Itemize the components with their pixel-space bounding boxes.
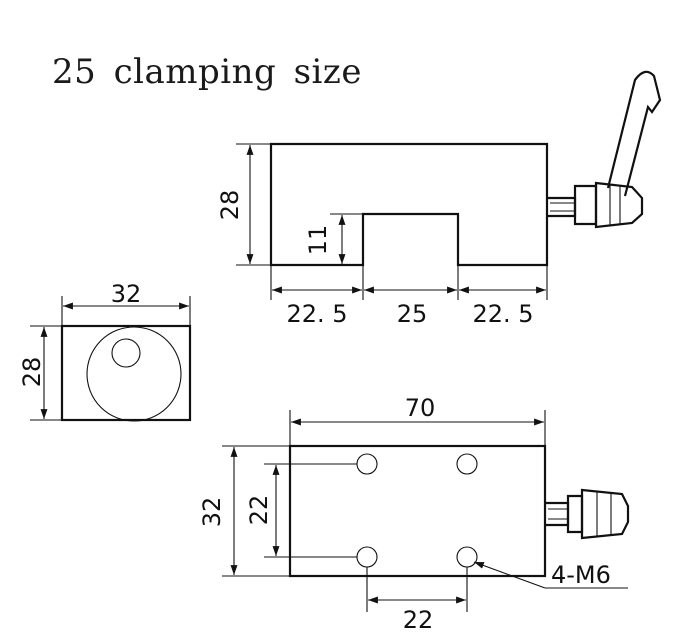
right-width-label: 22. 5 xyxy=(472,300,533,328)
side-height-dimension: 28 xyxy=(18,325,62,421)
top-width-label: 32 xyxy=(198,497,226,528)
slot-width-label: 25 xyxy=(397,300,428,328)
side-view-hole xyxy=(111,338,141,368)
side-view-bore xyxy=(86,326,182,422)
side-view-body xyxy=(60,324,192,422)
front-height-label: 28 xyxy=(216,190,244,221)
page-title: 25 clamping size xyxy=(52,52,362,92)
top-view-body xyxy=(288,444,547,578)
hole-spacing-x-label: 22 xyxy=(403,606,434,634)
top-length-label: 70 xyxy=(405,394,436,422)
top-width-dimension: 32 xyxy=(198,445,290,577)
hole-spacing-y-label: 22 xyxy=(245,495,273,526)
front-width-dimensions: 22. 5 25 22. 5 xyxy=(270,265,548,328)
side-view: 32 28 xyxy=(18,280,192,422)
front-height-dimension: 28 xyxy=(216,143,271,266)
front-view-body xyxy=(269,142,549,267)
left-width-label: 22. 5 xyxy=(286,300,347,328)
front-view: 28 11 22. 5 25 22. 5 xyxy=(216,70,662,328)
top-view: 70 32 22 22 4-M6 xyxy=(198,394,630,634)
clamp-screw-icon xyxy=(545,488,630,540)
mounting-hole xyxy=(356,546,378,568)
side-width-dimension: 32 xyxy=(61,280,191,326)
slot-depth-label: 11 xyxy=(304,225,332,256)
hole-callout-label: 4-M6 xyxy=(551,561,611,589)
hole-callout-leader: 4-M6 xyxy=(473,561,628,589)
clamp-lever-icon xyxy=(547,70,662,229)
hole-spacing-x-dimension: 22 xyxy=(366,567,468,634)
side-height-label: 28 xyxy=(18,357,46,388)
mounting-hole xyxy=(456,546,478,568)
side-width-label: 32 xyxy=(111,280,142,308)
mounting-hole xyxy=(356,453,378,475)
top-length-dimension: 70 xyxy=(289,394,546,446)
slot-depth-dimension: 11 xyxy=(304,213,363,264)
mounting-hole xyxy=(456,453,478,475)
hole-spacing-y-dimension: 22 xyxy=(245,463,357,558)
